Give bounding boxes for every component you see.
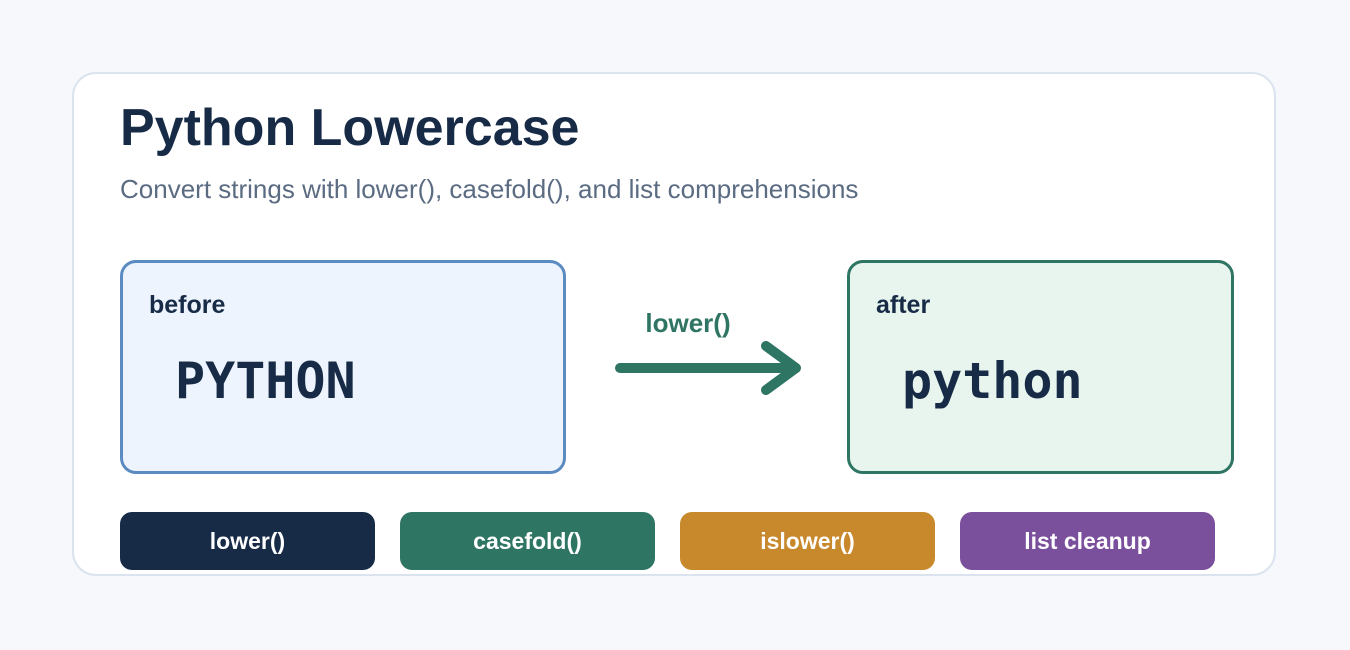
islower-method-button[interactable]: islower(): [680, 512, 935, 570]
page-subtitle: Convert strings with lower(), casefold()…: [120, 174, 859, 204]
before-value: PYTHON: [175, 352, 356, 410]
page-title: Python Lowercase: [120, 99, 580, 157]
list-cleanup-label: list cleanup: [1024, 528, 1151, 554]
before-label: before: [149, 291, 226, 319]
transform-label: lower(): [645, 308, 731, 338]
after-label: after: [876, 291, 931, 319]
after-panel: after python: [847, 260, 1234, 474]
casefold-method-label: casefold(): [473, 528, 582, 554]
before-panel: before PYTHON: [120, 260, 566, 474]
after-value: python: [902, 352, 1083, 410]
lower-method-button[interactable]: lower(): [120, 512, 375, 570]
right-arrow-icon: [615, 341, 801, 395]
casefold-method-button[interactable]: casefold(): [400, 512, 655, 570]
islower-method-label: islower(): [760, 528, 855, 554]
list-cleanup-button[interactable]: list cleanup: [960, 512, 1215, 570]
lower-method-label: lower(): [209, 528, 286, 554]
